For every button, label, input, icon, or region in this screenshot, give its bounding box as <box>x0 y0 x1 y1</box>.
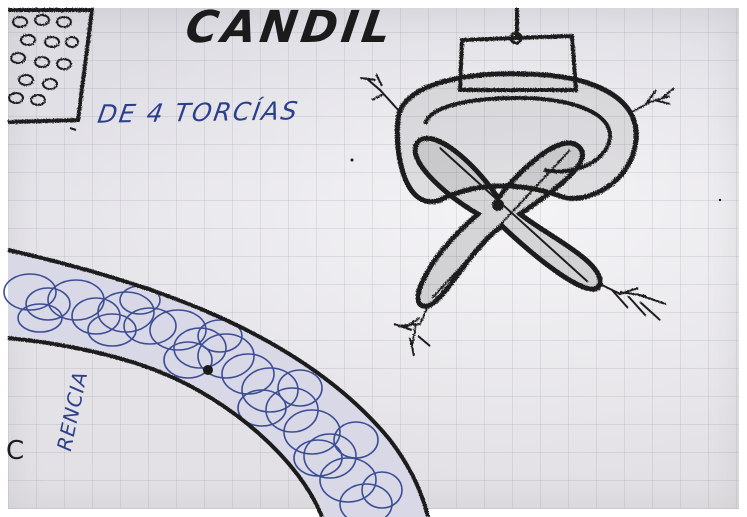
handwritten-subtitle: DE 4 TORCÍAS <box>96 96 302 129</box>
handwritten-fragment: C <box>6 436 24 466</box>
handwritten-title: CANDIL <box>182 2 397 53</box>
pattern-box <box>8 10 92 122</box>
lamp-sketch <box>360 8 674 356</box>
